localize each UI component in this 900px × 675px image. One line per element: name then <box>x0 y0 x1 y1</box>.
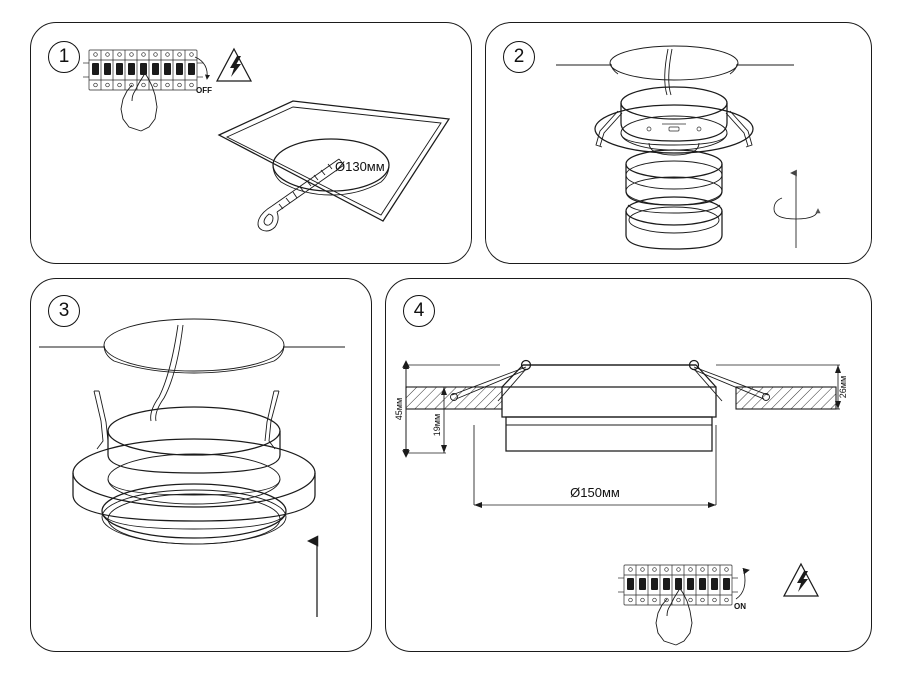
dimension-overall-height: 45мм <box>394 360 500 458</box>
hole-diameter-label: Ø130мм <box>335 159 385 174</box>
step-panel-2: 2 <box>485 22 872 264</box>
ceiling-slab-left <box>405 386 503 410</box>
breaker-state-label: OFF <box>196 86 212 95</box>
power-cable-icon <box>150 324 184 422</box>
step-badge-1: 1 <box>48 41 80 73</box>
curved-arrow-down-icon <box>194 56 211 80</box>
ceiling-disc-icon <box>556 45 794 81</box>
hand-pointing-icon <box>655 582 693 646</box>
mounting-spring-clips-icon <box>595 110 753 148</box>
electric-shock-warning-icon <box>782 562 820 597</box>
dimension-label-26mm: 26мм <box>838 376 848 398</box>
step-badge-4: 4 <box>403 295 435 327</box>
dimension-outer-diameter: Ø150мм <box>473 425 717 508</box>
step-badge-2: 2 <box>503 41 535 73</box>
power-cable-icon <box>664 48 673 96</box>
step-panel-4: 4 <box>385 278 872 652</box>
dimension-label-150mm: Ø150мм <box>570 485 620 500</box>
push-and-rotate-arrow-icon <box>773 169 821 248</box>
dimension-ceiling-thickness: 19мм <box>432 387 447 453</box>
electric-shock-warning-icon <box>215 47 253 82</box>
step-panel-3: 3 <box>30 278 372 652</box>
spring-clip-section-icon <box>450 359 770 402</box>
dimension-recess-depth: 26мм <box>716 364 848 410</box>
ceiling-panel-icon <box>217 100 451 222</box>
hand-pointing-icon <box>120 66 158 132</box>
curved-arrow-up-icon <box>735 567 750 600</box>
circuit-breaker-on-icon <box>618 564 738 606</box>
step-panel-1: 1 <box>30 22 472 264</box>
mounting-spring-clips-icon <box>93 390 280 450</box>
ceiling-slab-right <box>735 386 837 410</box>
assembled-fixture-icon <box>72 406 316 545</box>
led-module-icon <box>625 142 723 250</box>
ceiling-disc-icon <box>39 318 345 374</box>
dimension-label-45mm: 45мм <box>394 398 404 420</box>
cut-hole-circle <box>272 138 390 196</box>
step-badge-3: 3 <box>48 295 80 327</box>
cross-section-drawing <box>405 359 837 452</box>
breaker-state-label: ON <box>734 602 746 611</box>
circuit-breaker-off-icon <box>83 49 203 91</box>
hole-saw-icon <box>257 158 345 232</box>
dimension-label-19mm: 19мм <box>432 414 442 436</box>
downlight-housing-icon <box>594 86 754 154</box>
